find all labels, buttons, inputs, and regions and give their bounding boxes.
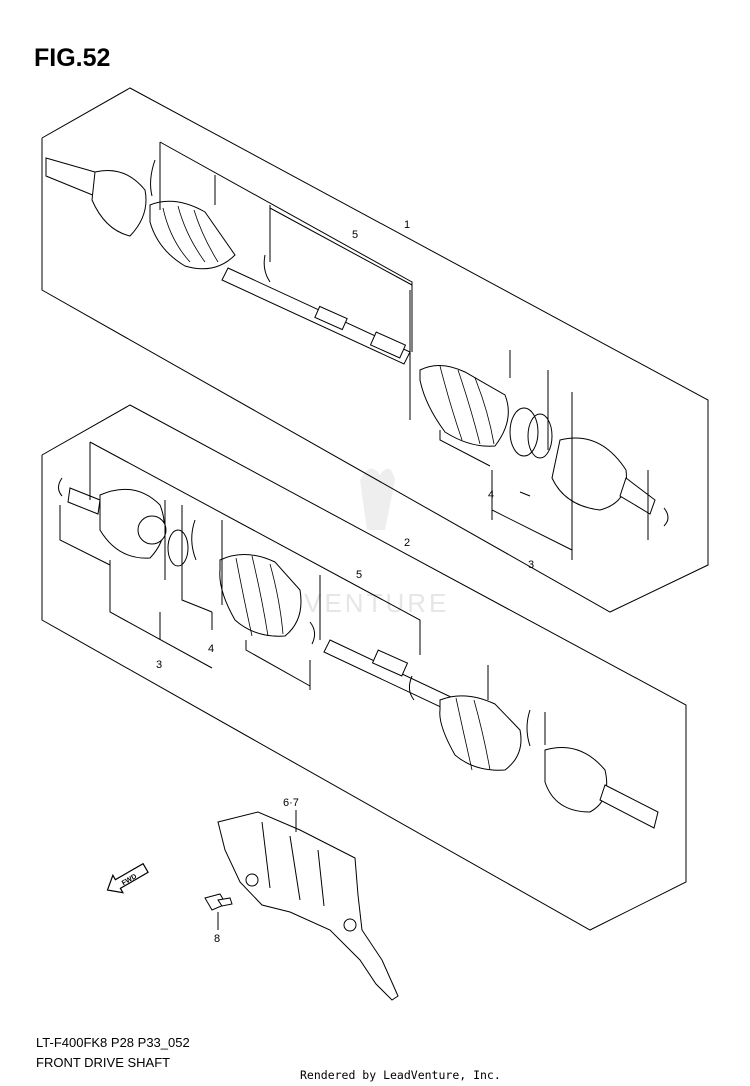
figure-title: FIG.52: [34, 44, 111, 72]
lower-inner-boot: [219, 554, 302, 637]
lower-outer-spline-stub: [67, 487, 101, 515]
lower-callout-joint-set: 3: [156, 659, 162, 671]
upper-inner-spline-stub: [619, 477, 656, 515]
lower-outer-boot: [439, 695, 522, 771]
lower-clamp-large: [191, 519, 197, 561]
fwd-arrow-icon: FWD: [106, 862, 149, 894]
figure-description: FRONT DRIVE SHAFT: [36, 1055, 171, 1070]
lower-cv-bearing-cage: [137, 515, 167, 545]
lower-clamp-small: [309, 621, 316, 645]
guard-bolt-hole: [245, 873, 259, 887]
bolt-icon: [204, 893, 233, 911]
upper-callout-boot-set: 4: [488, 489, 494, 501]
bolt-callout: 8: [214, 933, 220, 945]
lower-group-outline: [41, 404, 687, 931]
guard-callout: 6·7: [283, 797, 299, 809]
upper-outer-cv-joint: [91, 170, 147, 237]
lower-callout-shaft: 5: [356, 569, 362, 581]
lower-outer-cv-joint: [544, 747, 608, 813]
upper-shaft-spline: [369, 331, 407, 359]
upper-group-outline: [41, 87, 709, 613]
upper-outer-boot: [149, 200, 236, 270]
rendered-by-credit: Rendered by LeadVenture, Inc.: [300, 1068, 501, 1082]
lower-callout-boot-set: 4: [208, 643, 214, 655]
upper-inner-circlip: [663, 507, 669, 527]
drive-shaft-guard-group: 6·7 8: [204, 797, 399, 1001]
drive-shaft-guard: [217, 811, 399, 1001]
upper-callout-shaft: 5: [352, 229, 358, 241]
upper-inner-boot: [419, 365, 509, 447]
lower-shaft-clamp: [408, 675, 415, 701]
lower-drive-shaft-group: 2 5 4 3: [41, 404, 687, 931]
lower-shaft-damper: [371, 649, 409, 677]
upper-inner-cv-housing: [551, 437, 627, 511]
lower-callout-assembly: 2: [404, 537, 410, 549]
upper-callout-assembly: 1: [404, 219, 410, 231]
watermark-flame-icon: [360, 468, 395, 530]
guard-bolt-hole-2: [343, 918, 357, 932]
upper-inner-clamp-ring: [509, 407, 539, 457]
upper-outer-spline-stub: [45, 157, 96, 197]
lower-outer-spline-stub: [599, 784, 659, 829]
upper-outer-clamp-large: [150, 159, 156, 197]
upper-drive-shaft-group: 1 5 4 3: [41, 87, 709, 613]
upper-callout-joint-set: 3: [528, 559, 534, 571]
figure-code: LT-F400FK8 P28 P33_052: [36, 1035, 190, 1050]
upper-inner-clamp-ring-2: [527, 413, 553, 459]
upper-outer-clamp-small: [263, 254, 271, 283]
lower-outer-clamp: [526, 709, 531, 747]
lower-outer-circlip: [58, 477, 63, 497]
upper-shaft-damper: [314, 305, 348, 331]
lower-circlip-ring: [167, 529, 189, 567]
